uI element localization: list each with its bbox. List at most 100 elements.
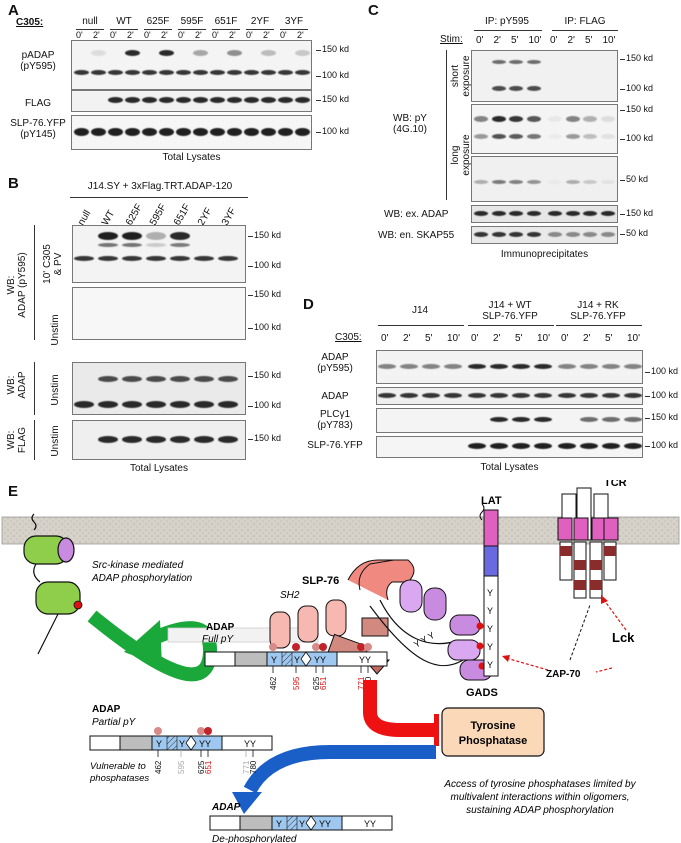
panel-c-ip-rule-1 [474,30,542,31]
svg-text:Y: Y [299,819,305,829]
lck-arrow [603,599,627,631]
panel-a-time-label: 2' [195,30,202,40]
panel-a-group-label: 625F [146,16,170,27]
blot-band [534,364,552,369]
green-arrowhead [124,620,162,666]
blot-band [512,443,530,449]
blue-arrowhead [232,792,262,814]
blot-b-unstim [72,287,246,340]
src-kinase-icon [23,513,83,655]
panel-a-time-label: 0' [144,30,151,40]
marker-c-150c: 150 kd [619,208,654,218]
panel-a-condition: C305: [16,17,44,28]
panel-a-time-label: 2' [161,30,168,40]
blot-band [227,50,242,56]
blot-c-skap55 [471,226,618,244]
panel-a-time-label: 0' [76,30,83,40]
panel-b-letter: B [8,175,19,192]
svg-text:462: 462 [269,676,278,690]
blot-band [526,180,541,184]
gads-label: GADS [466,687,498,699]
blot-band [583,134,597,139]
blot-band [526,60,541,64]
blot-band [91,50,106,56]
panel-a-group-label: 651F [214,16,238,27]
panel-d-time-label: 10' [537,333,551,344]
slp76-label: SLP-76 [302,575,339,587]
gads-cluster: Y Y Y [369,579,493,681]
blot-band [194,376,214,382]
panel-d-time-label: 2' [583,333,591,344]
blot-band [565,232,580,237]
blot-band [490,393,508,398]
svg-text:YY: YY [319,819,331,829]
blot-band [125,128,140,136]
panel-d-time-label: 0' [381,333,389,344]
adap-partial-sites: 462 595 625 651 771 780 [154,750,258,774]
src-kinase-label-2: ADAP phosphorylation [91,573,193,584]
blot-band [122,401,142,408]
blot-band [74,70,89,75]
panel-d-time-label: 0' [471,333,479,344]
panel-d-time-label: 10' [447,333,461,344]
blot-band [108,97,123,103]
blot-band [108,70,123,75]
blot-band [210,97,225,103]
marker-d-100a: 100 kd [644,366,679,376]
blot-band [468,443,486,449]
marker-a-flag-150: 150 kd [315,94,350,104]
blot-band [491,232,506,237]
blot-band [491,86,506,91]
panel-a-time-label: 2' [127,30,134,40]
panel-c-ip-py595: IP: pY595 [485,16,529,27]
blot-band [491,211,506,216]
adap-dephos-sub: De-phosphorylated [212,834,297,843]
blot-band [193,128,208,136]
marker-c-50b: 50 kd [619,228,649,238]
blot-band [580,393,598,398]
blot-band [602,364,620,369]
marker-c-150a: 150 kd [619,53,654,63]
panel-c-time-label: 0' [550,35,558,46]
panel-b-cond-stim: 10' C305 & PV [42,244,64,284]
blot-band [474,134,488,139]
blot-band [261,97,276,103]
adap-full-sites: 462 595 625 651 771 780 [269,666,373,690]
panel-c-time-label: 5' [585,35,593,46]
blot-band [295,50,310,56]
panel-b-lane-label: 625F [124,202,145,228]
blot-band [194,401,214,408]
blot-band [91,70,106,75]
blot-band [176,128,191,136]
blot-band [244,128,259,136]
blot-c-long-2 [471,156,618,202]
panel-e-letter: E [8,483,19,500]
sh2-label: SH2 [280,590,300,601]
tyrosine-phosphatase-box [441,707,545,757]
panel-d-group-j14: J14 [411,305,429,316]
panel-a-group-rule [76,29,104,30]
svg-text:YY: YY [244,739,256,749]
marker-b-100a: 100 kd [247,260,282,270]
blot-band [122,256,142,261]
blot-band [512,417,530,422]
panel-b-caption: Total Lysates [130,463,188,474]
svg-text:YY: YY [314,655,326,665]
adap-partial-sub: Partial pY [92,717,137,728]
blot-band [512,393,530,398]
panel-d-row-plcg1: PLCγ1 (pY783) [317,409,353,431]
blot-band [98,243,118,247]
blot-band [565,180,580,184]
blot-band [509,86,523,91]
panel-a-group-label: 2YF [250,16,270,27]
panel-a-time-label: 0' [178,30,185,40]
panel-a-time-label: 0' [212,30,219,40]
svg-text:771: 771 [357,676,366,690]
blot-band [491,60,506,64]
blot-band [170,436,190,443]
blot-band [227,97,242,103]
blot-band [170,401,190,408]
svg-text:771: 771 [242,760,251,774]
marker-a-slp-100: 100 kd [315,126,350,136]
svg-text:780: 780 [249,760,258,774]
